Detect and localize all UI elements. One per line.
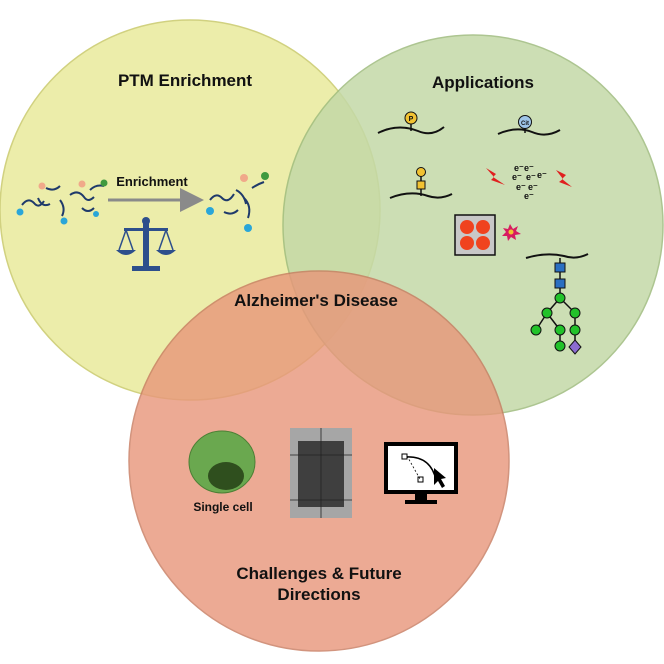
svg-text:e⁻: e⁻: [524, 163, 534, 173]
single-cell-label: Single cell: [193, 500, 252, 514]
electron-dissociation-icon: e⁻ e⁻ e⁻ e⁻ e⁻ e⁻ e⁻ e⁻: [486, 163, 572, 201]
single-cell-icon: [188, 430, 256, 494]
enrichment-arrow-label: Enrichment: [116, 174, 188, 189]
phospho-label: P: [409, 116, 414, 123]
citrullination-icon: [497, 115, 561, 136]
balance-scale-icon: [116, 217, 176, 271]
svg-text:e⁻: e⁻: [537, 170, 547, 180]
imaging-slide-icon: [454, 214, 496, 256]
n-glycan-tree-icon: [525, 253, 589, 355]
phosphorylation-icon: [377, 111, 445, 135]
tissue-section-icon: [290, 428, 352, 518]
applications-title: Applications: [432, 73, 534, 92]
o-glycosylation-icon: [389, 167, 453, 199]
svg-text:e⁻: e⁻: [524, 191, 534, 201]
svg-text:e⁻: e⁻: [526, 172, 536, 182]
svg-text:e⁻: e⁻: [512, 172, 522, 182]
computer-monitor-icon: [384, 442, 458, 504]
enriched-peptides-icon: [206, 172, 269, 232]
svg-text:e⁻: e⁻: [516, 182, 526, 192]
burst-icon: [502, 224, 521, 241]
svg-text:e⁻: e⁻: [528, 182, 538, 192]
challenges-title-line1: Challenges & Future: [236, 564, 401, 583]
ptm-enrichment-title: PTM Enrichment: [118, 71, 252, 90]
center-label: Alzheimer's Disease: [234, 291, 398, 310]
peptide-mixture-icon: [16, 179, 108, 225]
svg-text:e⁻: e⁻: [514, 163, 524, 173]
challenges-title-line2: Directions: [277, 585, 360, 604]
citrullination-label: Cit: [521, 121, 529, 127]
